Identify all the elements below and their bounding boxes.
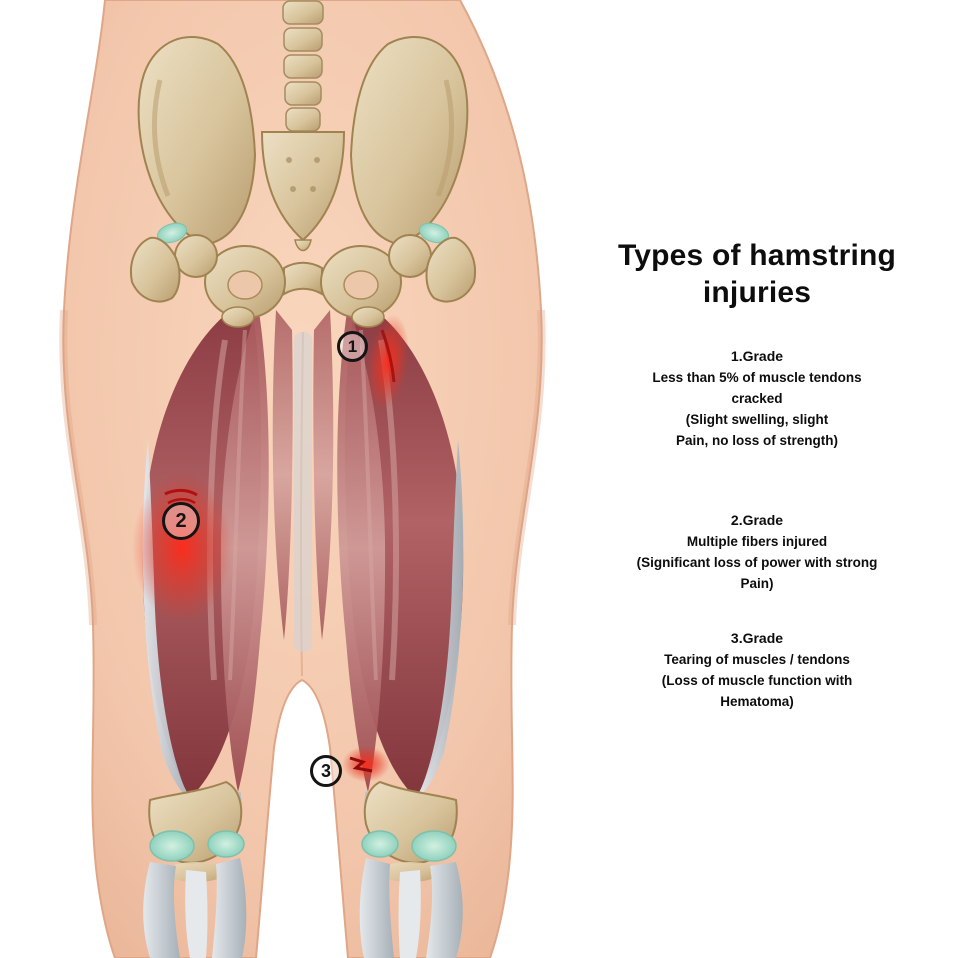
grade-3-line: Tearing of muscles / tendons [664, 652, 850, 667]
grade-3-line: Hematoma) [720, 693, 794, 709]
diagram-title: Types of hamstring injuries [555, 238, 959, 311]
grade-2-line: (Significant loss of power with strong [636, 554, 878, 570]
grade-3-line: (Loss of muscle function with [661, 672, 853, 688]
grade-2-line: Pain) [740, 575, 774, 591]
grade-1-line: Pain, no loss of strength) [675, 432, 838, 448]
grade-2-line: Multiple fibers injured [686, 534, 828, 549]
grade-3-section: 3.Grade Tearing of muscles / tendons (Lo… [555, 630, 959, 713]
injury-marker-2-label: 2 [175, 509, 187, 532]
info-panel: Types of hamstring injuries 1.Grade Less… [555, 0, 959, 958]
grade-1-section: 1.Grade Less than 5% of muscle tendons c… [555, 348, 959, 452]
grade-1-line: Less than 5% of muscle tendons [652, 370, 862, 385]
injury-marker-3-label: 3 [320, 760, 331, 781]
grade-1-line: cracked [731, 390, 783, 406]
injury-marker-2: 2 [162, 502, 200, 540]
grade-1-line: (Slight swelling, slight [685, 411, 829, 427]
title-line-2: injuries [702, 275, 812, 309]
grade-3-heading: 3.Grade [730, 630, 784, 646]
title-line-1: Types of hamstring [617, 239, 897, 272]
hamstring-anatomy-illustration [59, 0, 546, 958]
grade-2-heading: 2.Grade [730, 512, 784, 528]
injury-marker-1: 1 [337, 331, 368, 362]
grade-2-section: 2.Grade Multiple fibers injured (Signifi… [555, 512, 959, 595]
injury-marker-3: 3 [310, 755, 342, 787]
injury-marker-1-label: 1 [347, 336, 358, 356]
grade-1-heading: 1.Grade [730, 348, 784, 364]
